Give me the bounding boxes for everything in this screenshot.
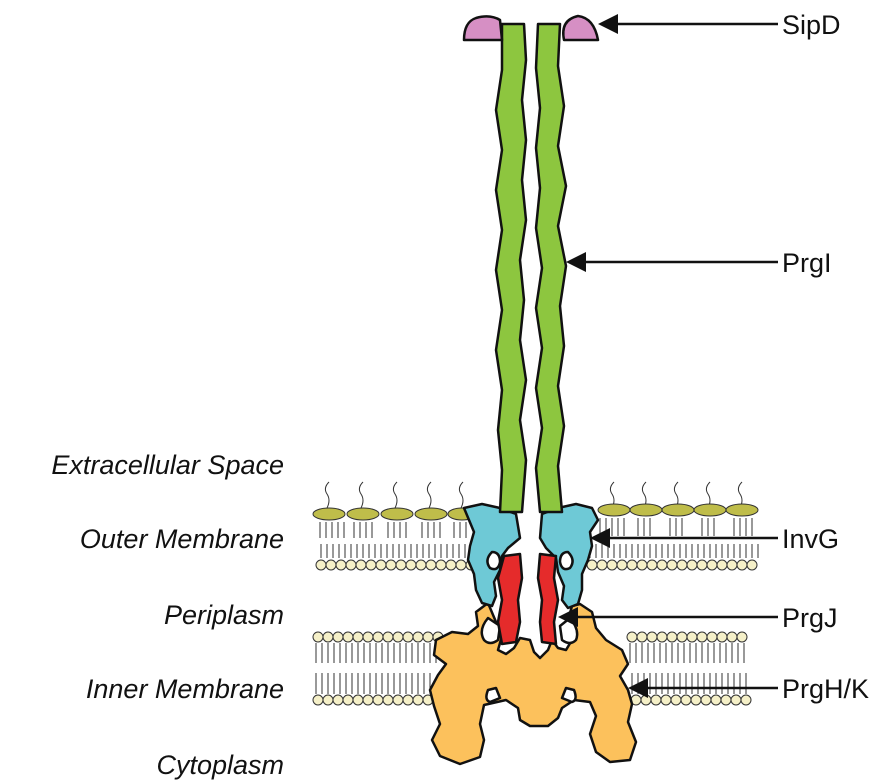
outer-membrane-right bbox=[587, 482, 758, 570]
lps-heads-left bbox=[313, 508, 476, 538]
lps-heads-right bbox=[598, 504, 758, 536]
outer-membrane-left bbox=[313, 482, 476, 570]
prgj-left bbox=[498, 554, 522, 644]
label-prghk: PrgH/K bbox=[782, 674, 869, 704]
prgi-needle-right bbox=[536, 24, 566, 512]
label-cytoplasm: Cytoplasm bbox=[156, 750, 284, 780]
prgi-needle-left bbox=[496, 24, 526, 512]
invg-left-hole bbox=[487, 552, 500, 569]
label-prgj: PrgJ bbox=[782, 603, 838, 633]
label-outer-membrane: Outer Membrane bbox=[80, 524, 284, 554]
om-inner-leaflet-right bbox=[587, 544, 758, 570]
sipd-right bbox=[563, 16, 598, 40]
label-inner-membrane: Inner Membrane bbox=[86, 674, 284, 704]
invg-right-hole bbox=[560, 552, 573, 569]
label-prgi: PrgI bbox=[782, 248, 832, 278]
prghk-base bbox=[430, 603, 636, 764]
label-sipd: SipD bbox=[782, 10, 841, 40]
sipd-left bbox=[464, 16, 502, 40]
lps-tails-left bbox=[325, 482, 463, 508]
label-periplasm: Periplasm bbox=[164, 600, 284, 630]
om-inner-leaflet-left bbox=[316, 544, 476, 570]
prghk-lower-cavity-left bbox=[486, 688, 500, 702]
label-extracellular-space: Extracellular Space bbox=[51, 450, 284, 480]
prghk-lower-cavity-right bbox=[562, 688, 576, 702]
prgj-right bbox=[538, 554, 558, 644]
arrow-sipd bbox=[598, 14, 778, 34]
arrow-prgi bbox=[566, 252, 778, 272]
inner-membrane-left bbox=[313, 632, 443, 705]
label-invg: InvG bbox=[782, 524, 839, 554]
